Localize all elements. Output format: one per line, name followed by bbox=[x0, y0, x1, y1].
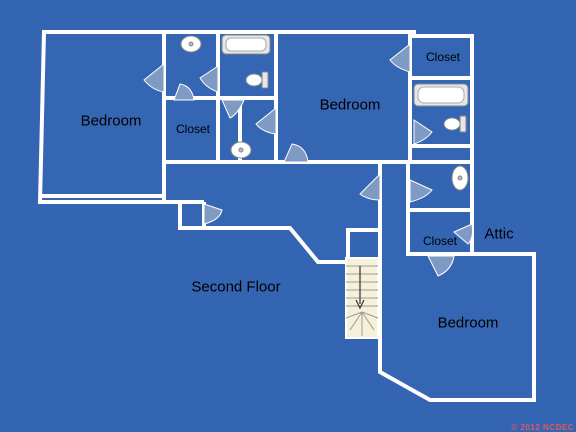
bathtubs bbox=[221, 34, 469, 107]
door-swing-icon bbox=[283, 143, 309, 163]
door-swings bbox=[143, 42, 473, 277]
toilet-icon bbox=[443, 115, 467, 133]
door-swing-icon bbox=[203, 203, 223, 225]
bedroom-left-label: Bedroom bbox=[80, 112, 142, 130]
closet-left-label: Closet bbox=[175, 122, 211, 136]
bedroom-center-label: Bedroom bbox=[319, 96, 381, 114]
stairs-icon bbox=[345, 257, 379, 339]
door-swing-icon bbox=[453, 223, 473, 245]
sinks bbox=[180, 35, 469, 191]
door-swing-icon bbox=[359, 172, 381, 201]
door-swing-icon bbox=[427, 255, 455, 277]
copyright-text: © 2012 NCDEC bbox=[511, 423, 574, 432]
door-swing-icon bbox=[199, 65, 219, 93]
closet-mid-right-label: Closet bbox=[422, 234, 458, 248]
toilet-icon bbox=[245, 71, 269, 89]
toilets bbox=[245, 71, 467, 133]
attic-label: Attic bbox=[484, 225, 514, 243]
door-swing-icon bbox=[255, 106, 277, 135]
door-swing-icon bbox=[143, 62, 165, 93]
door-swing-icon bbox=[221, 99, 245, 119]
door-swing-icon bbox=[409, 179, 433, 203]
bedroom-bottom-right-label: Bedroom bbox=[437, 314, 499, 332]
door-swing-icon bbox=[173, 83, 195, 101]
closet-top-right-label: Closet bbox=[425, 50, 461, 64]
door-swing-icon bbox=[389, 42, 411, 73]
door-swing-icon bbox=[413, 119, 433, 145]
second-floor-label: Second Floor bbox=[191, 278, 281, 296]
